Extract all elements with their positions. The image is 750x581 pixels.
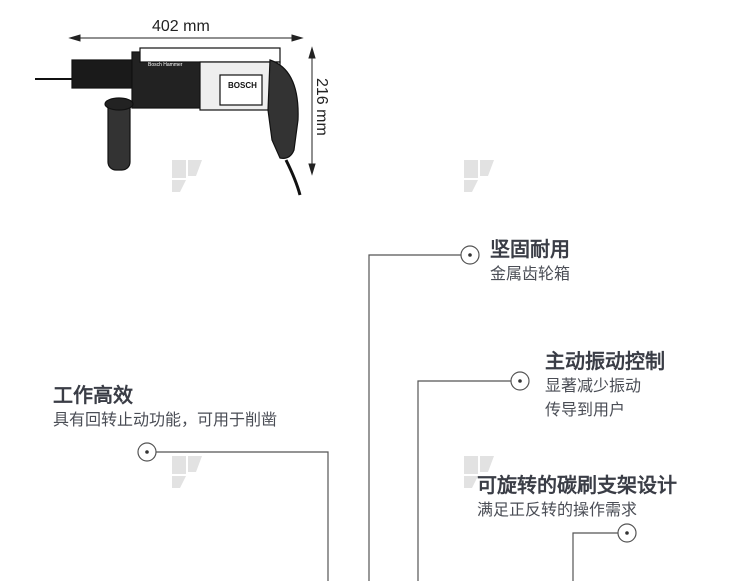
model-text: Bosch Hammer [148,62,183,68]
feature-rotatable-brush-holder: 可旋转的碳刷支架设计 满足正反转的操作需求 [477,469,677,522]
feature-desc: 金属齿轮箱 [490,264,571,283]
height-dimension-arrow [308,46,316,176]
feature-vibration-control: 主动振动控制 显著减少振动 传导到用户 [545,345,665,422]
feature-title: 主动振动控制 [545,349,665,373]
width-dimension-label: 402 mm [152,18,210,35]
bosch-logo: BOSCH [228,81,257,90]
feature-desc: 显著减少振动 [545,376,642,395]
leader-line-brush [572,532,618,581]
feature-desc: 具有回转止动功能，可用于削凿 [53,410,278,429]
leader-line-efficient [156,451,329,581]
feature-title: 坚固耐用 [490,237,570,261]
watermark-logo [172,160,494,488]
leader-line-durable [368,254,461,581]
feature-desc: 传导到用户 [545,400,626,419]
feature-title: 可旋转的碳刷支架设计 [477,473,677,497]
leader-line-vibration [417,380,511,581]
feature-desc: 满足正反转的操作需求 [477,500,638,519]
drill-body [35,47,302,196]
feature-durable: 坚固耐用 金属齿轮箱 [490,233,570,286]
feature-title: 工作高效 [53,383,133,407]
feature-efficient: 工作高效 具有回转止动功能，可用于削凿 [53,379,277,432]
width-dimension-arrow [68,34,304,42]
